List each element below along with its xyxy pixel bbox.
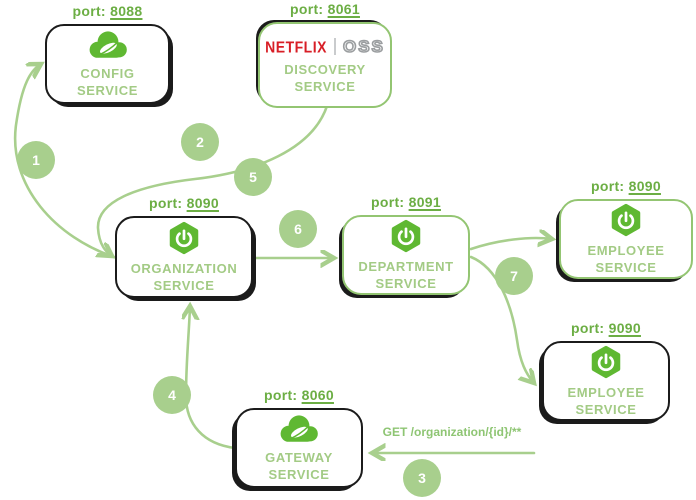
node-organization-service: port: 8090 ORGANIZATION SERVICE (115, 194, 253, 298)
employee-top-port-label: port: 8090 (591, 178, 661, 194)
organization-port-number: 8090 (186, 195, 219, 211)
node-employee-service-bottom: port: 9090 EMPLOYEE SERVICE (542, 319, 670, 421)
wire-discovery-to-organization (98, 104, 329, 256)
node-department-service: port: 8091 DEPARTMENT SERVICE (342, 193, 470, 295)
discovery-port-label: port: 8061 (290, 1, 360, 17)
step-badge-6: 6 (279, 210, 317, 248)
config-service-name: CONFIG SERVICE (76, 65, 139, 98)
node-config-service: port: 8088 CONFIG SERVICE (45, 2, 170, 104)
wire-organization-to-config (13, 64, 119, 260)
config-service-box: CONFIG SERVICE (45, 24, 170, 104)
config-port-number: 8088 (110, 3, 143, 19)
employee-bottom-port-label: port: 9090 (571, 320, 641, 336)
step-badge-3: 3 (403, 459, 441, 497)
employee-service-bottom-name: EMPLOYEE SERVICE (567, 384, 645, 417)
request-path-label: GET /organization/{id}/** (382, 425, 522, 439)
spring-cloud-icon (277, 413, 321, 445)
discovery-port-number: 8061 (327, 1, 360, 17)
discovery-service-box: NETFLIX OSS DISCOVERY SERVICE (258, 22, 392, 108)
node-discovery-service: port: 8061 NETFLIX OSS DISCOVERY SERVICE (258, 0, 392, 108)
oss-wordmark: OSS (342, 36, 385, 57)
department-port-label: port: 8091 (371, 194, 441, 210)
netflix-wordmark: NETFLIX (265, 37, 327, 56)
department-port-number: 8091 (408, 194, 441, 210)
spring-boot-icon (608, 202, 644, 238)
gateway-port-number: 8060 (301, 387, 334, 403)
step-badge-1: 1 (17, 141, 55, 179)
wire-department-to-employee-bottom (469, 255, 534, 383)
gateway-service-box: GATEWAY SERVICE (235, 408, 363, 488)
department-service-name: DEPARTMENT SERVICE (358, 258, 454, 291)
organization-port-label: port: 8090 (149, 195, 219, 211)
step-badge-4: 4 (153, 376, 191, 414)
employee-bottom-port-number: 9090 (608, 320, 641, 336)
organization-service-name: ORGANIZATION SERVICE (130, 260, 238, 293)
employee-service-top-name: EMPLOYEE SERVICE (587, 242, 665, 275)
logo-divider (333, 38, 336, 56)
gateway-port-label: port: 8060 (264, 387, 334, 403)
step-badge-2: 2 (181, 123, 219, 161)
employee-service-bottom-box: EMPLOYEE SERVICE (542, 341, 670, 421)
gateway-service-name: GATEWAY SERVICE (265, 449, 333, 482)
wire-department-to-employee-top (469, 238, 552, 251)
spring-boot-icon (388, 218, 424, 254)
department-service-box: DEPARTMENT SERVICE (342, 215, 470, 295)
spring-boot-icon (166, 220, 202, 256)
employee-top-port-number: 8090 (628, 178, 661, 194)
organization-service-box: ORGANIZATION SERVICE (115, 216, 253, 298)
node-gateway-service: port: 8060 GATEWAY SERVICE (235, 386, 363, 488)
step-badge-5: 5 (234, 158, 272, 196)
wire-gateway-to-organization (186, 306, 237, 450)
step-badge-7: 7 (495, 257, 533, 295)
node-employee-service-top: port: 8090 EMPLOYEE SERVICE (559, 177, 693, 279)
netflix-oss-logo: NETFLIX OSS (265, 36, 385, 57)
discovery-service-name: DISCOVERY SERVICE (284, 61, 366, 94)
spring-cloud-icon (86, 29, 130, 61)
spring-boot-icon (588, 344, 624, 380)
config-port-label: port: 8088 (72, 3, 143, 19)
employee-service-top-box: EMPLOYEE SERVICE (559, 199, 693, 279)
